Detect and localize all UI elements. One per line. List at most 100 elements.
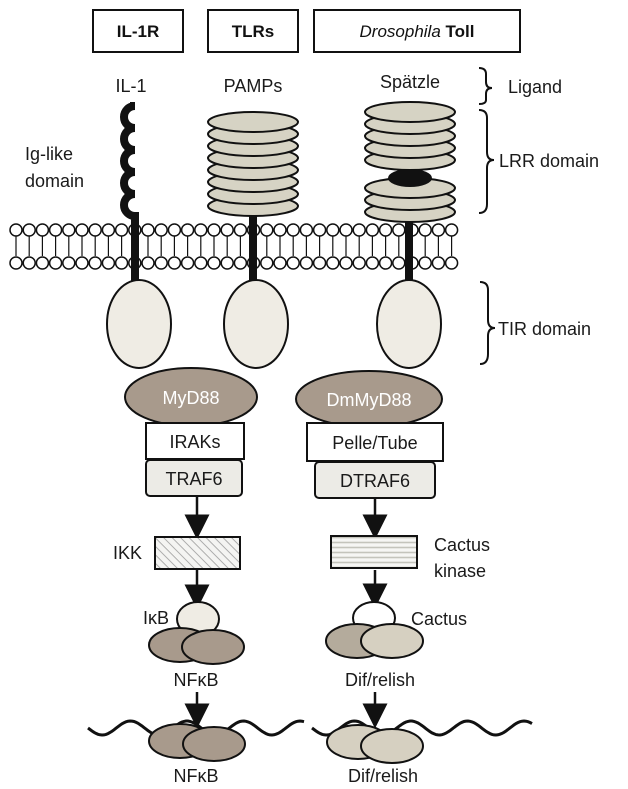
tir-bracket bbox=[480, 282, 495, 364]
lipid-head-outer bbox=[63, 224, 75, 236]
lipid-head-inner bbox=[261, 257, 273, 269]
lipid-head-inner bbox=[446, 257, 458, 269]
lrr-repeat bbox=[365, 102, 455, 122]
lipid-head-inner bbox=[314, 257, 326, 269]
toll-tir-domain bbox=[377, 280, 441, 368]
il1r-receptor bbox=[124, 106, 135, 282]
lipid-head-outer bbox=[340, 224, 352, 236]
toll-lrr-domain bbox=[365, 102, 455, 222]
cactus-kinase-box bbox=[331, 536, 417, 568]
lipid-head-outer bbox=[380, 224, 392, 236]
lipid-head-inner bbox=[10, 257, 22, 269]
lipid-head-inner bbox=[23, 257, 35, 269]
lipid-head-outer bbox=[366, 224, 378, 236]
header-toll-rest: Toll bbox=[441, 22, 475, 41]
lipid-bilayer bbox=[10, 224, 458, 269]
cactus-kinase-label-1: Cactus bbox=[434, 535, 490, 555]
lipid-head-outer bbox=[314, 224, 326, 236]
lipid-head-outer bbox=[155, 224, 167, 236]
lipid-head-inner bbox=[234, 257, 246, 269]
lipid-head-inner bbox=[76, 257, 88, 269]
lipid-head-inner bbox=[182, 257, 194, 269]
lipid-head-outer bbox=[36, 224, 48, 236]
nfkb-cytoplasm-label: NFκB bbox=[174, 670, 219, 690]
dif-relish-nucleus-label: Dif/relish bbox=[348, 766, 418, 786]
iraks-label: IRAKs bbox=[169, 432, 220, 452]
ikb-label: IκB bbox=[143, 608, 169, 628]
tlr-lrr-domain bbox=[208, 112, 298, 216]
ligand-il1: IL-1 bbox=[115, 76, 146, 96]
dif-relish-nuclear-subunit-2 bbox=[361, 729, 423, 763]
lipid-head-inner bbox=[155, 257, 167, 269]
label-ig-domain: domain bbox=[25, 171, 84, 191]
lipid-head-outer bbox=[446, 224, 458, 236]
lipid-head-outer bbox=[168, 224, 180, 236]
lipid-head-inner bbox=[89, 257, 101, 269]
lipid-head-outer bbox=[432, 224, 444, 236]
dtraf6-label: DTRAF6 bbox=[340, 471, 410, 491]
ligand-spatzle: Spätzle bbox=[380, 72, 440, 92]
label-ligand: Ligand bbox=[508, 77, 562, 97]
cactus-kinase-label-2: kinase bbox=[434, 561, 486, 581]
lipid-head-outer bbox=[182, 224, 194, 236]
ligand-pamps: PAMPs bbox=[224, 76, 283, 96]
lipid-head-outer bbox=[89, 224, 101, 236]
lipid-head-inner bbox=[102, 257, 114, 269]
label-lrr-domain: LRR domain bbox=[499, 151, 599, 171]
lipid-head-inner bbox=[195, 257, 207, 269]
header-tlrs-label: TLRs bbox=[232, 22, 275, 41]
header-drosophila-toll-label: Drosophila Toll bbox=[360, 22, 475, 41]
header-toll-italic: Drosophila bbox=[360, 22, 441, 41]
header-drosophila-toll: Drosophila Toll bbox=[314, 10, 520, 52]
lipid-head-outer bbox=[300, 224, 312, 236]
lipid-head-inner bbox=[50, 257, 62, 269]
lipid-head-outer bbox=[234, 224, 246, 236]
nfkb-nuclear-subunit-2 bbox=[183, 727, 245, 761]
lipid-head-outer bbox=[393, 224, 405, 236]
lipid-head-outer bbox=[116, 224, 128, 236]
dif-relish-cytoplasm-label: Dif/relish bbox=[345, 670, 415, 690]
lipid-head-inner bbox=[353, 257, 365, 269]
lipid-head-inner bbox=[432, 257, 444, 269]
lipid-head-inner bbox=[63, 257, 75, 269]
lipid-head-inner bbox=[274, 257, 286, 269]
lipid-head-outer bbox=[353, 224, 365, 236]
il1r-tir-domain bbox=[107, 280, 171, 368]
header-il1r-label: IL-1R bbox=[117, 22, 160, 41]
lipid-head-inner bbox=[36, 257, 48, 269]
lipid-head-inner bbox=[393, 257, 405, 269]
lipid-head-inner bbox=[419, 257, 431, 269]
header-tlrs: TLRs bbox=[208, 10, 298, 52]
ikk-label: IKK bbox=[113, 543, 142, 563]
lipid-head-inner bbox=[366, 257, 378, 269]
lipid-head-outer bbox=[274, 224, 286, 236]
lipid-head-inner bbox=[168, 257, 180, 269]
lrr-bracket bbox=[479, 110, 494, 213]
lrr-repeat bbox=[208, 112, 298, 132]
lipid-head-inner bbox=[327, 257, 339, 269]
spatzle-ligand-blob bbox=[388, 169, 432, 187]
lipid-head-outer bbox=[327, 224, 339, 236]
traf6-label: TRAF6 bbox=[165, 469, 222, 489]
nfkb-subunit-2 bbox=[182, 630, 244, 664]
header-il1r: IL-1R bbox=[93, 10, 183, 52]
lipid-head-inner bbox=[208, 257, 220, 269]
lipid-head-outer bbox=[419, 224, 431, 236]
lipid-head-outer bbox=[195, 224, 207, 236]
label-tir-domain: TIR domain bbox=[498, 319, 591, 339]
tlr-tir-domain bbox=[224, 280, 288, 368]
lipid-head-inner bbox=[340, 257, 352, 269]
lipid-head-inner bbox=[116, 257, 128, 269]
lipid-head-inner bbox=[221, 257, 233, 269]
lipid-head-outer bbox=[102, 224, 114, 236]
lipid-head-inner bbox=[380, 257, 392, 269]
pelle-tube-label: Pelle/Tube bbox=[332, 433, 417, 453]
dmmyd88-label: DmMyD88 bbox=[326, 390, 411, 410]
lipid-head-outer bbox=[208, 224, 220, 236]
label-ig-like: Ig-like bbox=[25, 144, 73, 164]
lipid-head-outer bbox=[142, 224, 154, 236]
lipid-head-outer bbox=[287, 224, 299, 236]
lipid-head-inner bbox=[142, 257, 154, 269]
dif-relish-subunit-2 bbox=[361, 624, 423, 658]
